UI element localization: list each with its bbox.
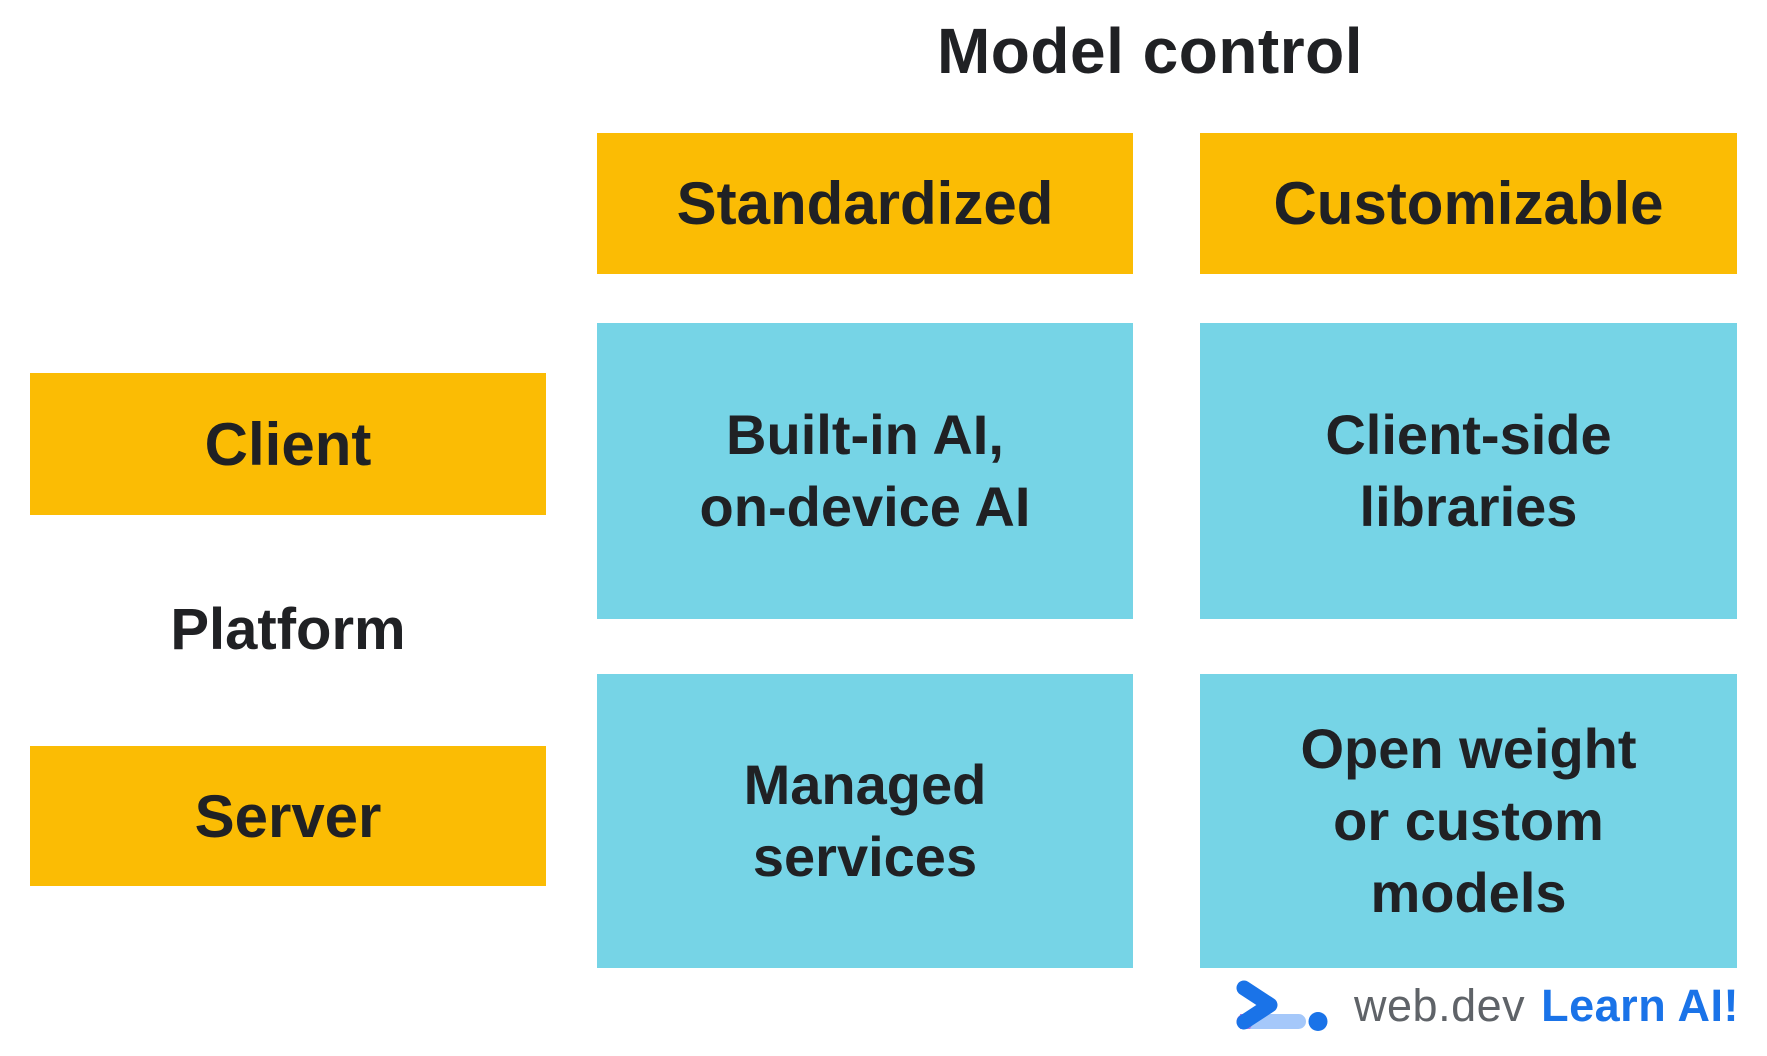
diagram-title: Model control [936, 15, 1364, 87]
row-header-client: Client [30, 373, 546, 515]
row-header-server: Server [30, 746, 546, 886]
cell-client-standardized: Built-in AI, on-device AI [597, 323, 1133, 619]
learn-ai-link[interactable]: Learn AI! [1541, 980, 1739, 1031]
column-header-customizable: Customizable [1200, 133, 1737, 274]
cell-server-standardized: Managed services [597, 674, 1133, 968]
row-axis-label-platform: Platform [170, 597, 406, 662]
column-header-standardized: Standardized [597, 133, 1133, 274]
cell-server-customizable: Open weight or custom models [1200, 674, 1737, 968]
cell-client-customizable: Client-side libraries [1200, 323, 1737, 619]
web-dev-logo-icon [1226, 978, 1338, 1034]
footer-brand: web.dev Learn AI! [1226, 978, 1739, 1034]
brand-name: web.dev [1354, 980, 1526, 1031]
